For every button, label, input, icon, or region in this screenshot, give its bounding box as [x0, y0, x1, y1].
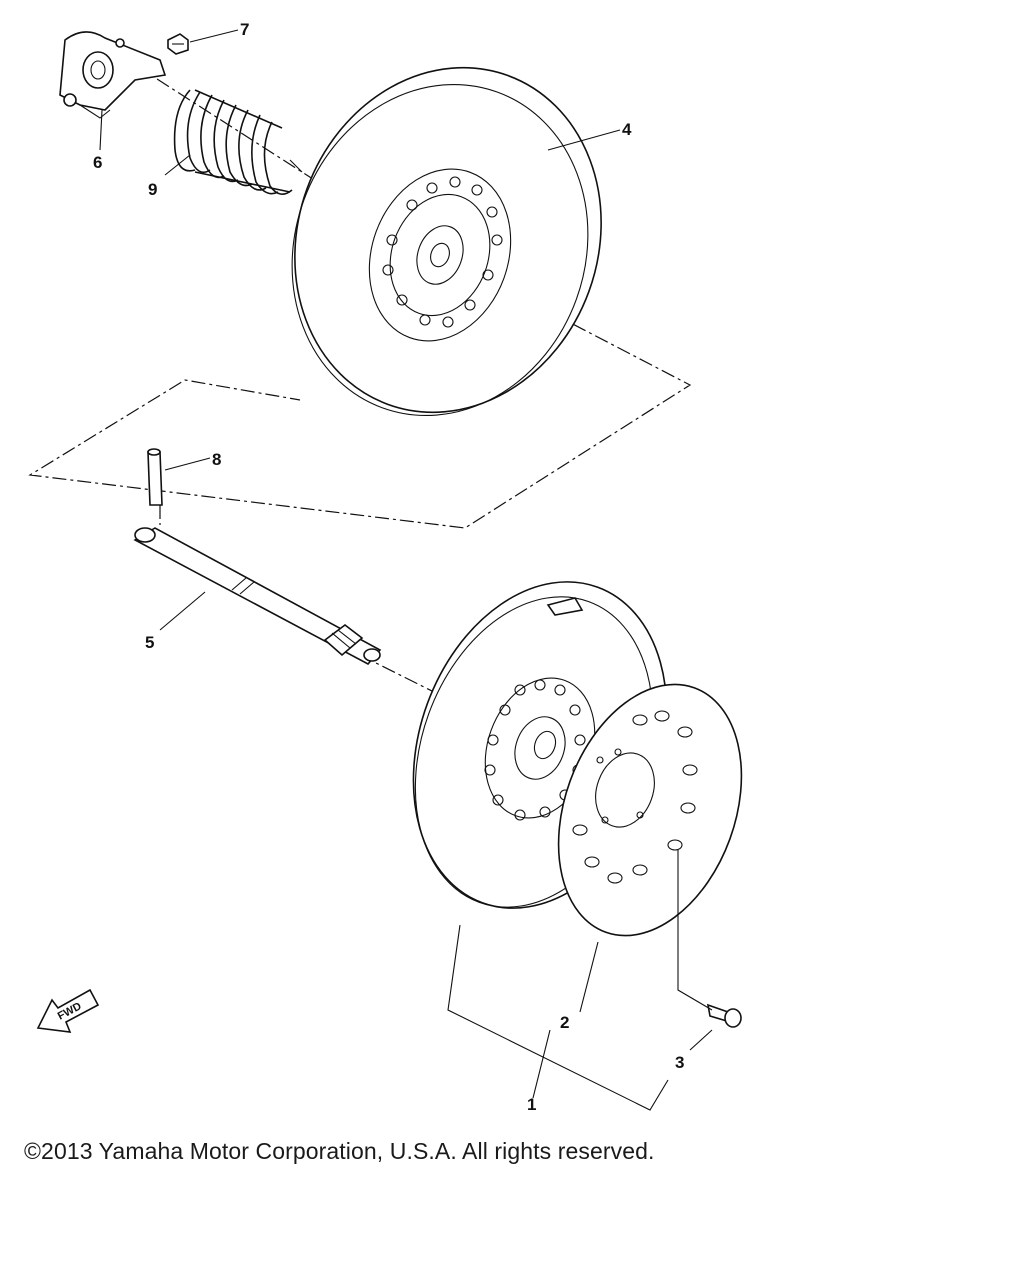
callout-6: 6 [93, 153, 102, 172]
screw-part [167, 33, 189, 55]
fixed-sheave-part [291, 66, 602, 417]
callout-5: 5 [145, 633, 154, 652]
callout-8: 8 [212, 450, 221, 469]
leader-lines [99, 29, 713, 1111]
fwd-arrow-icon: FWD [36, 988, 100, 1033]
callout-1: 1 [527, 1095, 536, 1114]
shaft-part [133, 527, 382, 666]
copyright-notice: ©2013 Yamaha Motor Corporation, U.S.A. A… [24, 1138, 655, 1164]
plate-part [557, 683, 743, 937]
callout-9: 9 [148, 180, 157, 199]
callout-7: 7 [240, 20, 249, 39]
pin-part [147, 448, 163, 506]
spring-part [173, 89, 303, 195]
callout-3: 3 [675, 1053, 684, 1072]
callout-2: 2 [560, 1013, 569, 1032]
bolt-part [706, 1003, 742, 1028]
callout-4: 4 [622, 120, 632, 139]
spring-retainer-bracket-part [59, 31, 167, 119]
